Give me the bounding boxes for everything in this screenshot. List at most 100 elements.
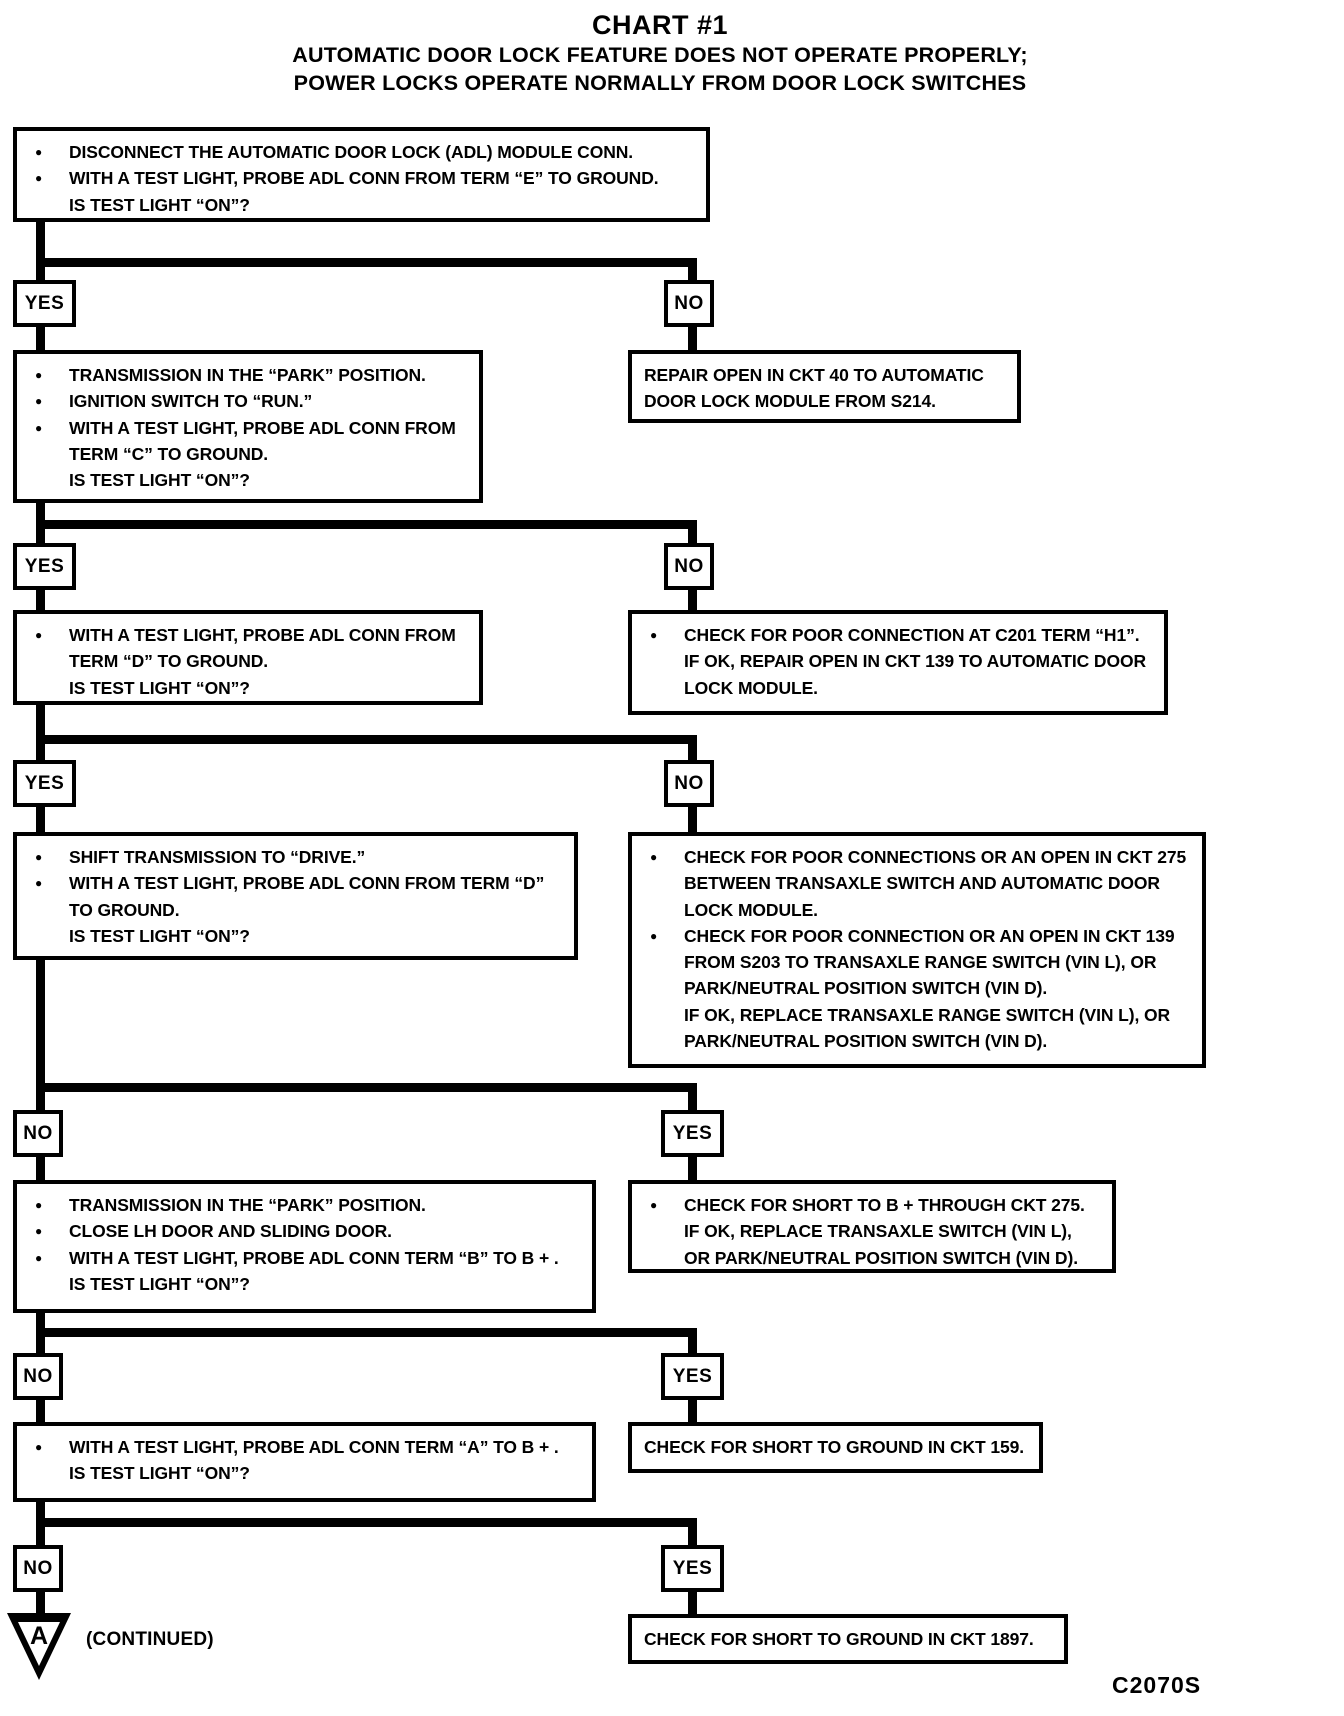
decision-tag-yes-2: YES [13,543,76,590]
connector-line [36,590,45,610]
flow-text-line: IS TEST LIGHT “ON”? [69,925,250,946]
flow-text-line: ●WITH A TEST LIGHT, PROBE ADL CONN FROM … [29,622,467,675]
flow-box-q5: ●TRANSMISSION IN THE “PARK” POSITION. ●C… [13,1180,596,1313]
connector-line [688,1092,697,1110]
connector-line [688,807,697,832]
flow-text-line: ●TRANSMISSION IN THE “PARK” POSITION. [29,362,467,388]
flow-box-short-ckt159: CHECK FOR SHORT TO GROUND IN CKT 159. [628,1422,1043,1473]
connector-line [36,705,45,735]
connector-line [688,744,697,760]
flow-text-line: ●WITH A TEST LIGHT, PROBE ADL CONN FROM … [29,870,562,923]
connector-line [688,529,697,543]
bullet-icon: ● [35,1198,43,1212]
flow-text-line: IF OK, REPLACE TRANSAXLE SWITCH (VIN L),… [684,1221,1078,1268]
flow-text-line: ●DISCONNECT THE AUTOMATIC DOOR LOCK (ADL… [29,139,694,165]
decision-tag-yes-3: YES [13,760,76,807]
flow-text-line: ●CHECK FOR SHORT TO B + THROUGH CKT 275. [644,1192,1100,1218]
bullet-icon: ● [35,1250,43,1265]
title-line-1: AUTOMATIC DOOR LOCK FEATURE DOES NOT OPE… [292,43,1028,67]
flow-text-line: ●CHECK FOR POOR CONNECTION AT C201 TERM … [644,622,1152,648]
bullet-icon: ● [35,368,43,382]
connector-line [36,222,45,258]
flow-text-line: IS TEST LIGHT “ON”? [69,1273,250,1294]
connector-line [36,735,697,744]
flow-text-line: ●WITH A TEST LIGHT, PROBE ADL CONN FROM … [29,165,694,191]
connector-line [36,1083,697,1092]
flow-box-q4: ●SHIFT TRANSMISSION TO “DRIVE.” ●WITH A … [13,832,578,960]
connector-line [36,1337,45,1353]
bullet-icon: ● [650,1198,658,1212]
bullet-icon: ● [35,850,43,864]
bullet-icon: ● [35,420,43,435]
bullet-icon: ● [35,171,43,186]
chart-number: CHART #1 [591,10,729,40]
decision-tag-yes-1: YES [13,280,76,327]
bullet-icon: ● [650,928,658,943]
connector-line [688,1592,697,1614]
connector-line [36,807,45,832]
svg-text:A: A [30,1622,48,1650]
bullet-icon: ● [35,628,43,642]
flow-text-line: IS TEST LIGHT “ON”? [69,677,250,698]
connector-line [36,1518,697,1527]
connector-line [36,1527,45,1545]
decision-tag-no-1: NO [664,280,714,327]
bullet-icon: ● [35,394,43,409]
page-title: CHART #1 AUTOMATIC DOOR LOCK FEATURE DOE… [0,10,1320,98]
flow-box-q2: ●TRANSMISSION IN THE “PARK” POSITION. ●I… [13,350,483,503]
continued-label: (CONTINUED) [86,1629,214,1650]
connector-line [688,1337,697,1353]
connector-line [36,1092,45,1110]
flow-text-line: IF OK, REPLACE TRANSAXLE RANGE SWITCH (V… [684,1004,1171,1051]
connector-line [36,1328,697,1337]
connector-line [688,1527,697,1545]
connector-line [36,258,697,267]
flow-box-start: ●DISCONNECT THE AUTOMATIC DOOR LOCK (ADL… [13,127,710,222]
flow-text-line: IS TEST LIGHT “ON”? [69,1463,250,1484]
flow-text-line: ●WITH A TEST LIGHT, PROBE ADL CONN TERM … [29,1245,580,1271]
bullet-icon: ● [35,1440,43,1454]
flow-text-line: IS TEST LIGHT “ON”? [69,194,250,215]
flow-box-q6: ●WITH A TEST LIGHT, PROBE ADL CONN TERM … [13,1422,596,1502]
connector-line [36,1502,45,1518]
flow-text-line: ●SHIFT TRANSMISSION TO “DRIVE.” [29,844,562,870]
bullet-icon: ● [35,145,43,159]
connector-line [688,590,697,610]
doc-code: C2070S [1112,1672,1202,1698]
decision-tag-no-6: NO [13,1545,63,1592]
decision-tag-yes-5: YES [661,1353,724,1400]
decision-tag-yes-6: YES [661,1545,724,1592]
decision-tag-no-5: NO [13,1353,63,1400]
connector-line [36,1592,45,1614]
connector-line [36,744,45,760]
flow-box-repair-ckt40: REPAIR OPEN IN CKT 40 TO AUTOMATIC DOOR … [628,350,1021,423]
connector-line [688,267,697,280]
connector-line [36,520,697,529]
decision-tag-no-2: NO [664,543,714,590]
bullet-icon: ● [35,876,43,891]
flow-text-line: CHECK FOR SHORT TO GROUND IN CKT 159. [644,1437,1025,1458]
flow-text-line: ●CLOSE LH DOOR AND SLIDING DOOR. [29,1218,580,1244]
flow-box-short-ckt1897: CHECK FOR SHORT TO GROUND IN CKT 1897. [628,1614,1068,1664]
connector-line [36,267,45,280]
connector-line [688,327,697,350]
flow-text-line: CHECK FOR SHORT TO GROUND IN CKT 1897. [644,1628,1034,1649]
flow-text-line: ●CHECK FOR POOR CONNECTION OR AN OPEN IN… [644,923,1190,1002]
connector-line [688,1157,697,1180]
flow-text-line: IF OK, REPAIR OPEN IN CKT 139 TO AUTOMAT… [684,651,1147,698]
bullet-icon: ● [35,1224,43,1239]
title-line-2: POWER LOCKS OPERATE NORMALLY FROM DOOR L… [293,71,1027,96]
connector-line [36,327,45,350]
flow-text-line: ●CHECK FOR POOR CONNECTIONS OR AN OPEN I… [644,844,1190,923]
decision-tag-no-4: NO [13,1110,63,1157]
connector-line [36,529,45,543]
continue-connector-a-icon: A [6,1612,72,1687]
connector-line [36,1400,45,1422]
flow-text-line: ●IGNITION SWITCH TO “RUN.” [29,388,467,414]
flow-box-short-b-plus: ●CHECK FOR SHORT TO B + THROUGH CKT 275.… [628,1180,1116,1273]
flow-box-check-ckt275: ●CHECK FOR POOR CONNECTIONS OR AN OPEN I… [628,832,1206,1068]
flow-box-check-c201: ●CHECK FOR POOR CONNECTION AT C201 TERM … [628,610,1168,715]
connector-line [36,1313,45,1328]
connector-line [36,960,45,1083]
